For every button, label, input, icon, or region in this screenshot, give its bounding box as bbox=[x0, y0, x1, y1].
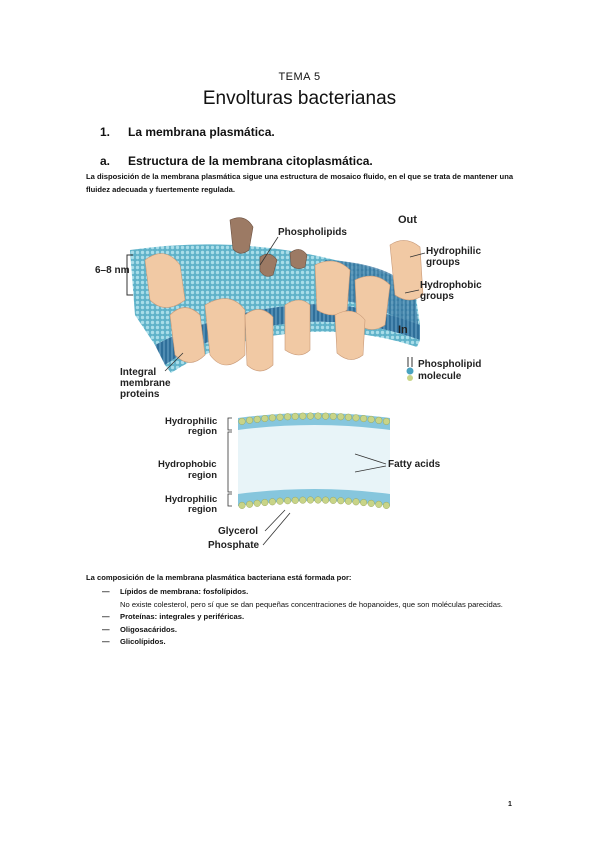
hydrophilic-region-bottom-2: region bbox=[188, 504, 217, 515]
in-label: In bbox=[398, 324, 408, 336]
topic-label: TEMA 5 bbox=[278, 71, 321, 83]
leader-line bbox=[404, 289, 420, 294]
lipid-head bbox=[344, 413, 352, 421]
hydrophobic-region-1: Hydrophobic bbox=[158, 459, 217, 470]
integral-proteins-label-3: proteins bbox=[120, 389, 160, 400]
lipid-head bbox=[367, 415, 375, 423]
composition-list: —Lípidos de membrana: fosfolípidos. No e… bbox=[86, 586, 526, 649]
lipid-head bbox=[337, 413, 345, 421]
lipid-head bbox=[261, 415, 269, 423]
integral-proteins bbox=[144, 240, 424, 372]
hydrophobic-region-2: region bbox=[188, 470, 217, 481]
intro-paragraph: La disposición de la membrana plasmática… bbox=[86, 172, 514, 194]
lipid-head bbox=[268, 498, 276, 506]
list-item: —Oligosacáridos. bbox=[102, 624, 177, 634]
lipid-head bbox=[306, 412, 314, 420]
membrane-3d-figure: 6–8 nm Phospholipids Out In Hydrophilic … bbox=[95, 214, 482, 400]
lipid-head bbox=[284, 497, 292, 505]
lipid-head bbox=[314, 496, 322, 504]
phospholipid-molecule-label-1: Phospholipid bbox=[418, 359, 481, 370]
phospholipid-molecule-icon bbox=[406, 357, 414, 381]
lipid-head bbox=[299, 412, 307, 420]
lipid-head bbox=[276, 413, 284, 421]
leader-line bbox=[354, 465, 387, 473]
thickness-bracket bbox=[126, 254, 133, 296]
lipid-head bbox=[322, 412, 330, 420]
hydrophobic-groups-label-2: groups bbox=[420, 291, 454, 302]
glycerol-label: Glycerol bbox=[218, 526, 258, 537]
leader-line bbox=[409, 252, 426, 258]
section-title: La membrana plasmática. bbox=[128, 125, 275, 139]
leader-line bbox=[262, 512, 291, 546]
lipid-head bbox=[375, 500, 383, 508]
hydrophilic-top-bracket bbox=[227, 417, 232, 431]
lipid-head bbox=[344, 497, 352, 505]
lipid-head bbox=[276, 497, 284, 505]
bilayer-figure: Hydrophilic region Hydrophobic region Hy… bbox=[158, 412, 441, 551]
fatty-acids-label: Fatty acids bbox=[388, 459, 441, 470]
lipid-head bbox=[352, 498, 360, 506]
lipid-head bbox=[375, 416, 383, 424]
lipid-head bbox=[360, 499, 368, 507]
out-label: Out bbox=[398, 214, 417, 226]
lipid-head bbox=[360, 415, 368, 423]
hydrophilic-bottom-bracket bbox=[227, 493, 232, 507]
integral-proteins-label-2: membrane bbox=[120, 378, 171, 389]
composition-intro: La composición de la membrana plasmática… bbox=[86, 573, 352, 582]
list-item: —Lípidos de membrana: fosfolípidos. bbox=[102, 587, 249, 596]
lipid-head bbox=[238, 417, 246, 425]
peripheral-proteins bbox=[229, 217, 308, 277]
list-item: —Proteínas: integrales y periféricas. bbox=[102, 612, 245, 622]
hydrophilic-region-top-2: region bbox=[188, 426, 217, 437]
lipid-head bbox=[306, 496, 314, 504]
hydrophilic-region-bottom-1: Hydrophilic bbox=[165, 494, 217, 505]
list-item-note: No existe colesterol, pero sí que se dan… bbox=[120, 599, 503, 609]
list-item: —Glicolípidos. bbox=[102, 637, 166, 647]
lipid-head bbox=[329, 496, 337, 504]
phospholipid-molecule-label-2: molecule bbox=[418, 371, 462, 382]
lipid-head bbox=[337, 497, 345, 505]
leader-line bbox=[354, 453, 387, 465]
lipid-head bbox=[299, 496, 307, 504]
subsection-letter: a. bbox=[100, 154, 111, 168]
lipid-head bbox=[261, 499, 269, 507]
thickness-label: 6–8 nm bbox=[95, 265, 130, 276]
glycerol-heads-bottom bbox=[238, 496, 390, 509]
integral-proteins-label-1: Integral bbox=[120, 367, 156, 378]
lipid-head bbox=[382, 501, 390, 509]
lipid-head bbox=[238, 501, 246, 509]
leader-line bbox=[264, 509, 286, 532]
lipid-head bbox=[314, 412, 322, 420]
lipid-head bbox=[246, 500, 254, 508]
lipid-head bbox=[268, 414, 276, 422]
lipid-head bbox=[291, 412, 299, 420]
lipid-head bbox=[253, 499, 261, 507]
lipid-head bbox=[322, 496, 330, 504]
lipid-head bbox=[253, 415, 261, 423]
hydrophilic-groups-label-2: groups bbox=[426, 257, 460, 268]
hydrophilic-region-top-1: Hydrophilic bbox=[165, 416, 217, 427]
lipid-head bbox=[284, 413, 292, 421]
phosphate-label: Phosphate bbox=[208, 540, 260, 551]
leader-line bbox=[164, 352, 184, 372]
lipid-head bbox=[291, 496, 299, 504]
phospholipids-label: Phospholipids bbox=[278, 227, 347, 238]
hydrophobic-bracket bbox=[227, 431, 232, 493]
lipid-head bbox=[382, 417, 390, 425]
hydrophobic-groups-label-1: Hydrophobic bbox=[420, 280, 482, 291]
lipid-head bbox=[367, 499, 375, 507]
page-title: Envolturas bacterianas bbox=[202, 88, 397, 109]
hydrophilic-groups-label-1: Hydrophilic bbox=[426, 246, 481, 257]
section-number: 1. bbox=[100, 125, 111, 139]
subsection-title: Estructura de la membrana citoplasmática… bbox=[128, 154, 373, 168]
leader-line bbox=[259, 236, 279, 266]
glycerol-heads-top bbox=[238, 412, 390, 425]
bilayer-band bbox=[238, 413, 390, 506]
page-number: 1 bbox=[508, 801, 512, 808]
lipid-head bbox=[246, 416, 254, 424]
lipid-head bbox=[352, 414, 360, 422]
lipid-head bbox=[329, 412, 337, 420]
